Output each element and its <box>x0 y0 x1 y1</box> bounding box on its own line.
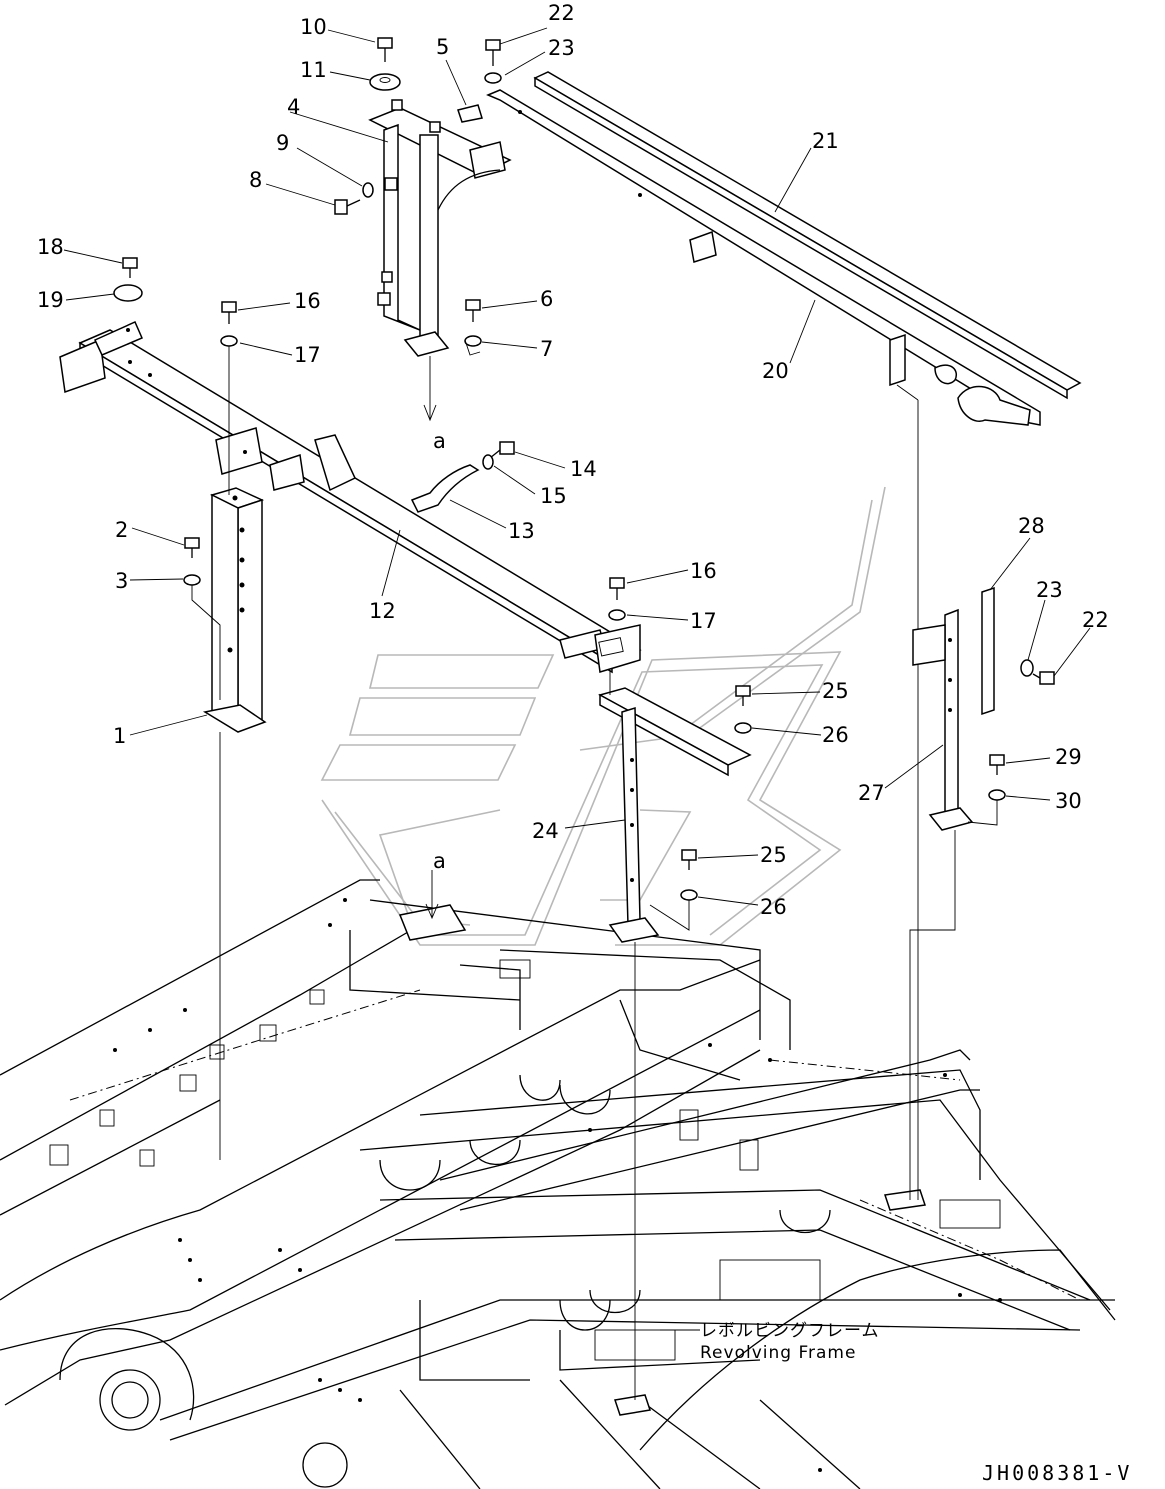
callout-5: 5 <box>436 35 449 59</box>
part-12-cross-beam <box>59 321 642 674</box>
fasteners <box>113 37 1055 931</box>
callout-27: 27 <box>858 781 885 805</box>
callout-12: 12 <box>369 599 396 623</box>
callout-26-upper: 26 <box>822 723 849 747</box>
leader-lines <box>63 27 1091 1331</box>
callout-9: 9 <box>276 131 289 155</box>
label-a-top: a <box>433 429 446 453</box>
frame-label-english: Revolving Frame <box>700 1343 856 1363</box>
watermark-logo <box>320 486 886 946</box>
callout-20: 20 <box>762 359 789 383</box>
callout-10: 10 <box>300 15 327 39</box>
callout-24: 24 <box>532 819 559 843</box>
callout-19: 19 <box>37 288 64 312</box>
label-a-bottom: a <box>433 849 446 873</box>
callout-28: 28 <box>1018 514 1045 538</box>
callout-4: 4 <box>287 95 300 119</box>
part-20-rail <box>486 89 1041 1200</box>
part-13-bracket <box>410 464 480 513</box>
part-4-upper-bracket <box>368 99 512 357</box>
callout-8: 8 <box>249 168 262 192</box>
drawing-code: JH008381-V <box>982 1461 1132 1485</box>
callout-2: 2 <box>115 518 128 542</box>
callout-22-right: 22 <box>1082 608 1109 632</box>
callout-25-upper: 25 <box>822 679 849 703</box>
part-24-center-stand <box>598 670 752 1400</box>
callout-6: 6 <box>540 287 553 311</box>
callout-16-center: 16 <box>690 559 717 583</box>
callout-26-lower: 26 <box>760 895 787 919</box>
revolving-frame <box>0 879 1116 1489</box>
callout-numbers: 10 11 22 23 5 4 9 8 18 19 16 17 6 7 21 2… <box>37 1 1109 919</box>
callout-11: 11 <box>300 58 327 82</box>
callout-29: 29 <box>1055 745 1082 769</box>
callout-21: 21 <box>812 129 839 153</box>
callout-25-lower: 25 <box>760 843 787 867</box>
callout-13: 13 <box>508 519 535 543</box>
callout-22: 22 <box>548 1 575 25</box>
callout-7: 7 <box>540 337 553 361</box>
callout-14: 14 <box>570 457 597 481</box>
frame-label-japanese: レボルビングフレーム <box>700 1321 880 1341</box>
callout-3: 3 <box>115 569 128 593</box>
callout-17: 17 <box>294 343 321 367</box>
part-27-right-stand <box>909 608 974 1200</box>
part-28-strip <box>981 586 995 716</box>
callout-16: 16 <box>294 289 321 313</box>
callout-17-center: 17 <box>690 609 717 633</box>
callout-30: 30 <box>1055 789 1082 813</box>
callout-23-right: 23 <box>1036 578 1063 602</box>
callout-23: 23 <box>548 36 575 60</box>
callout-1: 1 <box>113 724 126 748</box>
part-21-rail <box>533 71 1082 400</box>
callout-15: 15 <box>540 484 567 508</box>
part-1-left-post <box>202 487 267 1160</box>
callout-18: 18 <box>37 235 64 259</box>
